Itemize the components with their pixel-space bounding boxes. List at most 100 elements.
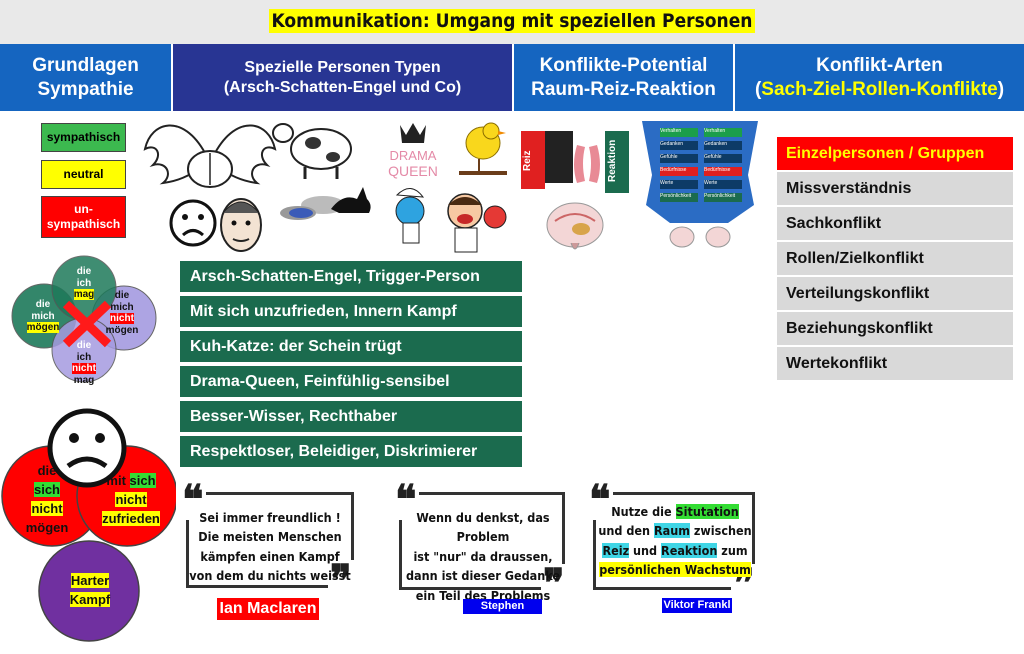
column-header-line: Sympathie — [37, 78, 134, 100]
iceberg-tag: Gefühle — [704, 154, 742, 163]
venn-word: mich — [31, 310, 55, 322]
quote-line: Nutze die Situtation — [593, 502, 757, 521]
inner-left-label: die sich nicht mögen — [24, 462, 70, 537]
iceberg-tag: Verhalten — [660, 128, 698, 137]
list-item: Respektloser, Beleidiger, Diskrimierer — [180, 436, 522, 469]
lung-icon — [589, 145, 600, 183]
quote-fragment: Situtation — [675, 504, 739, 519]
venn-word: die — [35, 299, 51, 310]
cat-icon — [280, 187, 371, 220]
inner-word: die — [37, 463, 57, 478]
list-item: Kuh-Katze: der Schein trügt — [180, 331, 522, 364]
quote-fragment: zwischen — [689, 523, 752, 539]
conflict-item: Sachkonflikt — [777, 207, 1013, 240]
column-header-person-types: Spezielle Personen Typen(Arsch-Schatten-… — [173, 44, 514, 111]
sad-face-eye — [69, 433, 79, 443]
quote-text: Nutze die Situtation und den Raum zwisch… — [593, 502, 757, 580]
iceberg-tag: Gefühle — [660, 154, 698, 163]
conflict-types-highlight: Sach-Ziel-Rollen-Konflikte — [761, 78, 998, 100]
man-caricature-icon — [220, 198, 262, 252]
inner-word: mit — [106, 473, 126, 488]
venn-word: die — [76, 266, 92, 277]
purple-circle — [38, 540, 140, 642]
inner-right-label: mit sich nicht zufrieden — [94, 472, 168, 529]
sympathisch-label: sympathisch — [41, 123, 126, 152]
venn-word: mögen — [26, 322, 60, 333]
unsympathisch-text-1: un- — [74, 202, 93, 216]
venn-word: nicht — [110, 313, 134, 324]
inner-word: nicht — [31, 500, 63, 516]
venn-word: ich — [76, 351, 92, 363]
reaktion-bar — [605, 131, 629, 193]
inner-bottom-label: Harter Kampf — [62, 572, 118, 610]
inner-word: mögen — [25, 519, 69, 535]
venn-word: die — [114, 290, 130, 301]
column-header-line: Konflikte-Potential — [539, 54, 708, 76]
quote-line: ist "nur" da draussen, — [413, 548, 553, 564]
quote-open-icon: ❝ — [393, 476, 419, 523]
quote-open-icon: ❝ — [180, 476, 206, 523]
quote-line: Wenn du denkst, das Problem — [416, 510, 550, 545]
lung-icon — [574, 145, 585, 183]
drama-queen-icon — [400, 123, 426, 143]
angry-man-icon — [447, 193, 507, 253]
quote-line: persönlichen Wachstum — [593, 560, 757, 579]
iceberg-tag: Bedürfnisse — [704, 167, 742, 176]
queen-text: QUEEN — [388, 163, 438, 179]
sad-face-eye — [95, 433, 105, 443]
iceberg-tag: Verhalten — [704, 128, 742, 137]
brain-icon — [669, 226, 695, 248]
iceberg-tag: Persönlichkeit — [660, 193, 698, 202]
iceberg-tag: Persönlichkeit — [704, 193, 742, 202]
quote-author: Ian Maclaren — [217, 598, 319, 620]
quote-close-icon: ❞ — [328, 556, 354, 603]
iceberg-tag: Werte — [704, 180, 742, 189]
venn-word: ich — [76, 277, 92, 289]
quote-close-icon: ❞ — [541, 560, 567, 607]
unsympathisch-text-2: sympathisch — [46, 217, 121, 231]
sad-face-mouth — [66, 456, 108, 469]
venn-word: die — [76, 340, 92, 351]
venn-word: mag — [73, 289, 95, 300]
quote-line: ein Teil des Problems — [415, 587, 551, 603]
iceberg-tag: Gedanken — [704, 141, 742, 150]
quote-open-icon: ❝ — [587, 476, 613, 523]
quote-card-maclaren: ❝ ❞ Sei immer freundlich ! Die meisten M… — [176, 478, 361, 600]
conflict-item: Rollen/Zielkonflikt — [777, 242, 1013, 275]
page-title: Kommunikation: Umgang mit speziellen Per… — [0, 9, 1024, 33]
reiz-reaktion-illustration — [521, 131, 629, 250]
venn-word: mögen — [105, 324, 139, 336]
inner-word: nicht — [115, 491, 147, 507]
venn-word: mich — [110, 301, 134, 313]
person-types-list: Arsch-Schatten-Engel, Trigger-Person Mit… — [180, 261, 522, 471]
canary-bird-icon — [459, 122, 507, 175]
inner-word: Harter — [70, 573, 110, 588]
venn-word: nicht — [72, 363, 96, 374]
conflict-item: Missverständnis — [777, 172, 1013, 205]
quote-fragment: Raum — [653, 523, 690, 539]
drama-text: DRAMA — [390, 148, 437, 163]
column-header-line: (Arsch-Schatten-Engel und Co) — [223, 78, 462, 96]
inner-word: Kampf — [69, 591, 111, 607]
list-item: Besser-Wisser, Rechthaber — [180, 401, 522, 434]
list-item: Arsch-Schatten-Engel, Trigger-Person — [180, 261, 522, 294]
conflict-item: Verteilungskonflikt — [777, 277, 1013, 310]
iceberg-illustration — [642, 121, 758, 248]
cow-icon — [272, 123, 352, 179]
unsympathisch-label: un-sympathisch — [41, 196, 126, 238]
quote-text: Wenn du denkst, das Problem ist "nur" da… — [399, 508, 567, 605]
person-types-collage: DRAMA QUEEN — [143, 122, 507, 253]
door-icon — [545, 131, 573, 183]
quote-fragment: und den — [598, 523, 654, 539]
iceberg-labels-left: Verhalten Gedanken Gefühle Bedürfnisse W… — [660, 128, 698, 202]
quote-line: kämpfen einen Kampf — [200, 548, 340, 564]
iceberg-tag: Bedürfnisse — [660, 167, 698, 176]
quote-line: Reiz und Reaktion zum — [593, 541, 757, 560]
list-item: Drama-Queen, Feinfühlig-sensibel — [180, 366, 522, 399]
inner-word: zufrieden — [102, 510, 160, 526]
quote-author: Stephen Covey — [463, 599, 542, 627]
column-header-line: Raum-Reiz-Reaktion — [531, 78, 716, 100]
